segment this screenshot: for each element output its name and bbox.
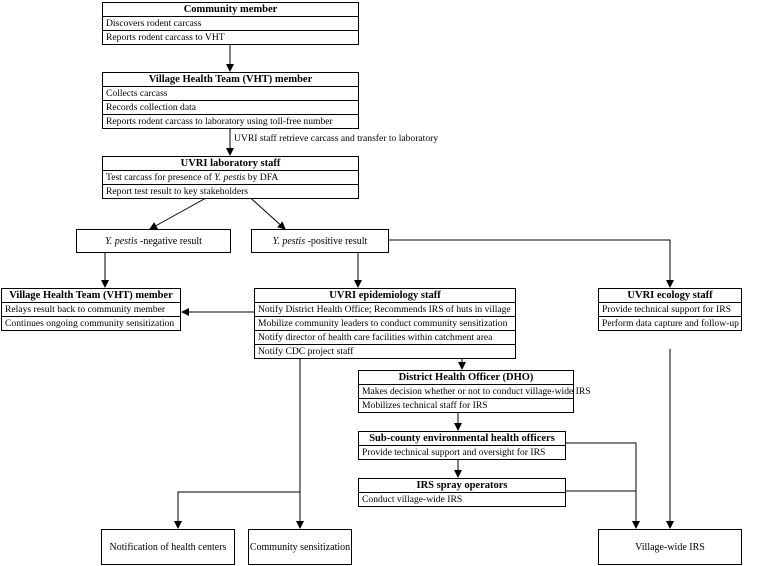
community-sensitization-box: Community sensitization bbox=[248, 529, 352, 565]
arrow-lab-to-positive bbox=[244, 192, 286, 230]
notification-health-centers-box: Notification of health centers bbox=[101, 529, 235, 565]
community-member-box: Community member Discovers rodent carcas… bbox=[102, 2, 359, 45]
uvri-lab-header: UVRI laboratory staff bbox=[103, 157, 358, 171]
uvri-ecology-box: UVRI ecology staff Provide technical sup… bbox=[598, 288, 742, 331]
vht-member-left-header: Village Health Team (VHT) member bbox=[2, 289, 180, 303]
positive-result-box: Y. pestis -positive result bbox=[251, 229, 389, 253]
community-member-header: Community member bbox=[103, 3, 358, 17]
irs-operators-line: Conduct village-wide IRS bbox=[362, 494, 463, 505]
uvri-lab-box: UVRI laboratory staff Test carcass for p… bbox=[102, 156, 359, 199]
dho-box: District Health Officer (DHO) Makes deci… bbox=[358, 370, 591, 413]
vht-member-top-line: Collects carcass bbox=[103, 87, 358, 101]
uvri-lab-test-line: Test carcass for presence of Y. pestis b… bbox=[103, 171, 358, 185]
dho-line: Mobilizes technical staff for IRS bbox=[362, 400, 488, 411]
community-member-line: Discovers rodent carcass bbox=[103, 17, 358, 31]
transfer-label: UVRI staff retrieve carcass and transfer… bbox=[234, 133, 439, 144]
subcounty-header: Sub-county environmental health officers bbox=[359, 432, 565, 446]
uvri-epi-line: Notify director of health care facilitie… bbox=[255, 331, 515, 345]
vht-member-left-line: Relays result back to community member bbox=[2, 303, 180, 317]
vht-member-left-box: Village Health Team (VHT) member Relays … bbox=[1, 288, 181, 331]
arrow-epi-to-notification bbox=[174, 349, 301, 529]
uvri-epi-line: Notify District Health Office; Recommend… bbox=[255, 303, 515, 317]
dho-line: Makes decision whether or not to conduct… bbox=[359, 385, 591, 399]
uvri-epi-line: Mobilize community leaders to conduct co… bbox=[255, 317, 515, 331]
arrow-positive-to-ecology bbox=[389, 239, 674, 288]
negative-result-box: Y. pestis -negative result bbox=[76, 229, 231, 253]
community-member-line: Reports rodent carcass to VHT bbox=[106, 32, 225, 43]
uvri-lab-report-line: Report test result to key stakeholders bbox=[106, 186, 249, 197]
uvri-epi-line: Notify CDC project staff bbox=[258, 346, 354, 357]
dho-header: District Health Officer (DHO) bbox=[359, 371, 573, 385]
vht-member-top-line: Records collection data bbox=[103, 101, 358, 115]
vht-member-top-header: Village Health Team (VHT) member bbox=[103, 73, 358, 87]
arrow-subcounty-to-village-irs bbox=[566, 442, 640, 529]
vht-member-left-line: Continues ongoing community sensitizatio… bbox=[5, 318, 175, 329]
arrow-lab-to-negative bbox=[149, 192, 216, 230]
village-wide-irs-box: Village-wide IRS bbox=[598, 529, 742, 565]
subcounty-line: Provide technical support and oversight … bbox=[362, 447, 546, 458]
uvri-epi-box: UVRI epidemiology staff Notify District … bbox=[254, 288, 516, 359]
subcounty-box: Sub-county environmental health officers… bbox=[358, 431, 566, 460]
uvri-ecology-line: Perform data capture and follow-up bbox=[602, 318, 739, 329]
vht-member-top-line: Reports rodent carcass to laboratory usi… bbox=[106, 116, 333, 127]
vht-member-top-box: Village Health Team (VHT) member Collect… bbox=[102, 72, 359, 129]
uvri-epi-header: UVRI epidemiology staff bbox=[255, 289, 515, 303]
irs-operators-header: IRS spray operators bbox=[359, 479, 565, 493]
irs-operators-box: IRS spray operators Conduct village-wide… bbox=[358, 478, 566, 507]
uvri-ecology-header: UVRI ecology staff bbox=[599, 289, 741, 303]
uvri-ecology-line: Provide technical support for IRS bbox=[599, 303, 741, 317]
